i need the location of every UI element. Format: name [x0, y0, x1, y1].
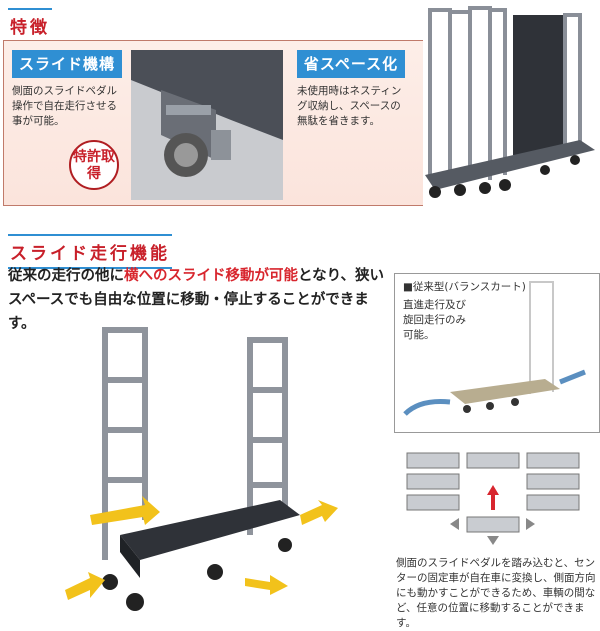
- pedal-photo: [131, 50, 283, 200]
- lead-text-highlight: 横へのスライド移動が可能: [124, 268, 298, 284]
- space-saving-text: 未使用時はネスティング収納し、スペースの無駄を省きます。: [297, 85, 402, 127]
- balance-cart-illustration: [403, 281, 586, 416]
- slide-cart-illustration: [65, 327, 338, 611]
- slide-travel-title: スライド走行機能: [8, 234, 172, 269]
- lead-text-end: となり、狭いスペースでも自由な位置に移動・停止することができます。: [8, 268, 384, 332]
- conventional-cart-box: ■従来型(バランスカート) 直進走行及び旋回走行のみ可能。: [394, 273, 600, 433]
- patent-stamp: 特許取得: [69, 140, 119, 190]
- slide-mechanism-text: 側面のスライドペダル操作で自在走行させる事が可能。: [12, 85, 117, 127]
- features-title: 特徴: [8, 8, 52, 43]
- nested-carts-photo: [425, 6, 595, 198]
- conventional-heading: ■従来型(バランスカート): [403, 281, 526, 293]
- lead-text: 従来の走行の他に横へのスライド移動が可能となり、狭いスペースでも自由な位置に移動…: [8, 264, 393, 336]
- lead-text-start: 従来の走行の他に: [8, 268, 124, 284]
- space-saving-label: 省スペース化: [297, 50, 405, 78]
- slide-movement-diagram: [406, 452, 580, 545]
- movement-arrows: [65, 496, 338, 600]
- conventional-text: 直進走行及び旋回走行のみ可能。: [403, 299, 466, 341]
- slide-mechanism-label: スライド機構: [12, 50, 122, 78]
- slide-description: 側面のスライドペダルを踏み込むと、センターの固定車が自在車に変換し、側面方向にも…: [396, 557, 596, 629]
